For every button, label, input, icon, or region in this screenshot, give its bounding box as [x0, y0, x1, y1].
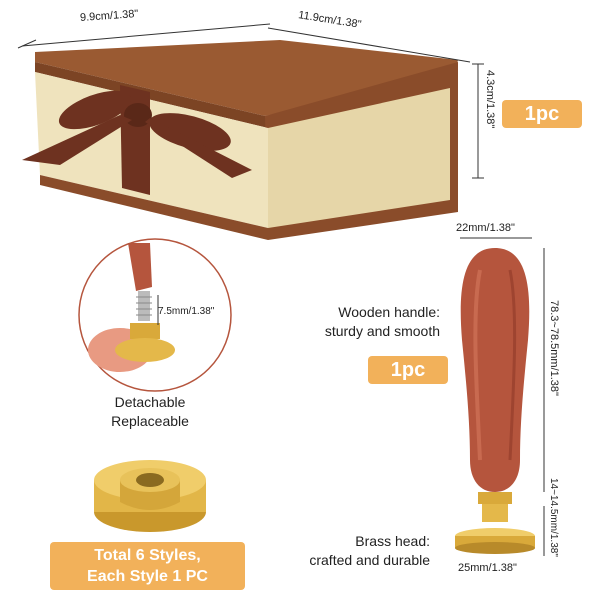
brass-head-illustration	[94, 460, 206, 532]
handle-callout: Wooden handle: sturdy and smooth	[290, 303, 440, 341]
styles-line-1: Total 6 Styles,	[94, 547, 201, 564]
box-height-label: 4.3cm/1.38"	[484, 70, 496, 129]
detachable-label: Detachable	[114, 394, 186, 410]
detach-closeup-illustration	[78, 238, 232, 392]
styles-line-2: Each Style 1 PC	[87, 568, 208, 585]
brass-callout-line-2: crafted and durable	[309, 552, 430, 568]
handle-callout-line-2: sturdy and smooth	[324, 323, 440, 339]
styles-badge: Total 6 Styles, Each Style 1 PC	[50, 542, 245, 590]
brass-callout-line-1: Brass head:	[355, 533, 430, 549]
handle-callout-line-1: Wooden handle:	[338, 304, 440, 320]
handle-width-label: 22mm/1.38"	[456, 222, 515, 234]
replaceable-label: Replaceable	[111, 413, 189, 429]
wax-stamp-illustration	[455, 237, 545, 556]
handle-length-label: 78.3~78.5mm/1.38"	[548, 300, 560, 396]
box-quantity-badge: 1pc	[502, 100, 582, 128]
head-height-label: 14~14.5mm/1.38"	[548, 478, 559, 557]
head-width-label: 25mm/1.38"	[458, 562, 517, 574]
screw-length-label: 7.5mm/1.38"	[158, 306, 215, 317]
brass-callout: Brass head: crafted and durable	[280, 532, 430, 570]
stamp-quantity-badge: 1pc	[368, 356, 448, 384]
gift-box-illustration	[17, 23, 484, 240]
